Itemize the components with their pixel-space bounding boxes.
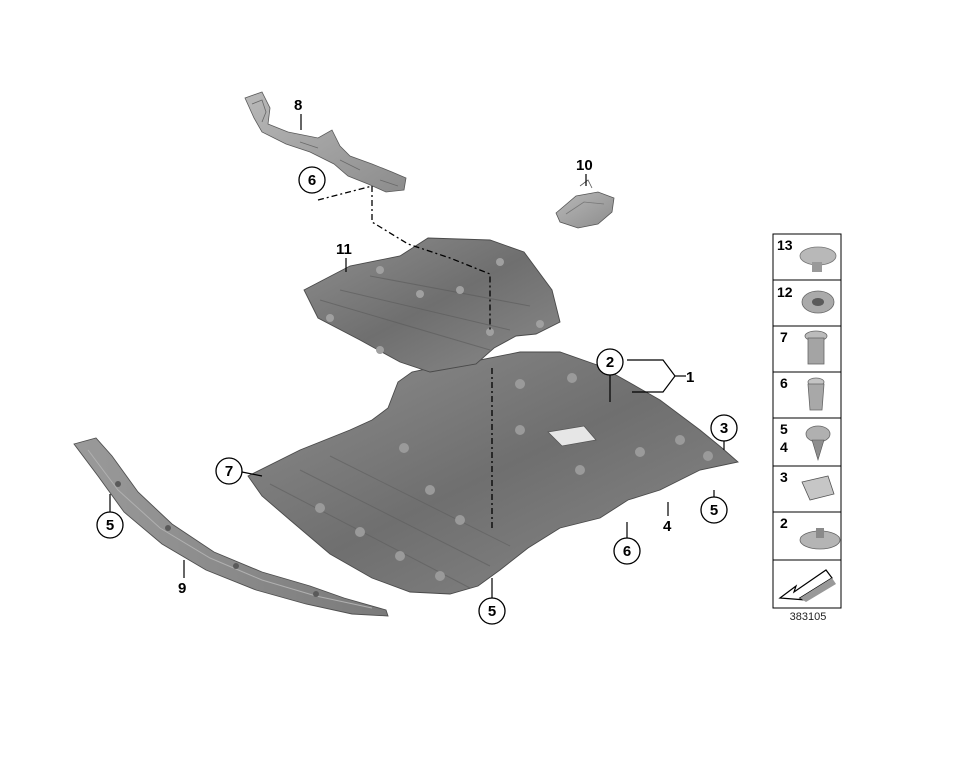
legend-row-13: 13	[777, 237, 837, 272]
circled-callout-2: 2	[596, 348, 624, 376]
svg-text:5: 5	[780, 421, 788, 437]
svg-text:3: 3	[720, 420, 728, 437]
circled-callout-3: 3	[710, 414, 738, 442]
upper-shield-part-11	[303, 237, 561, 373]
circled-callout-5-bottom: 5	[478, 597, 506, 625]
svg-text:3: 3	[780, 469, 788, 485]
svg-text:13: 13	[777, 237, 793, 253]
circled-callout-5-right: 5	[700, 496, 728, 524]
callout-1: 1	[686, 369, 694, 386]
front-strip-part-9	[73, 437, 389, 617]
bracket-part-8	[244, 91, 407, 193]
svg-text:7: 7	[780, 329, 788, 345]
svg-text:6: 6	[623, 543, 631, 560]
circled-callout-7: 7	[215, 457, 243, 485]
svg-text:6: 6	[780, 375, 788, 391]
svg-text:2: 2	[780, 515, 788, 531]
legend-row-12: 12	[777, 284, 835, 314]
legend-row-6: 6	[780, 375, 825, 411]
legend-arrow-icon	[778, 569, 836, 602]
fastener-legend: 13 12 7 6 5 4 3 2	[772, 233, 842, 609]
underbody-shield-part-1	[247, 351, 739, 595]
svg-text:2: 2	[606, 354, 614, 371]
legend-row-3: 3	[780, 469, 835, 501]
svg-text:12: 12	[777, 284, 793, 300]
callout-9: 9	[178, 580, 186, 597]
callout-11: 11	[336, 241, 352, 258]
svg-text:6: 6	[308, 172, 316, 189]
callout-8: 8	[294, 97, 302, 114]
legend-row-7: 7	[780, 329, 828, 365]
svg-text:5: 5	[710, 502, 718, 519]
svg-text:5: 5	[488, 603, 496, 620]
legend-row-2: 2	[780, 515, 841, 550]
assembly-dash-lines	[317, 185, 493, 530]
svg-text:5: 5	[106, 517, 114, 534]
svg-text:7: 7	[225, 463, 233, 480]
legend-row-5-4: 5 4	[780, 421, 831, 462]
reference-number: 383105	[790, 611, 827, 623]
circled-callout-6-bottom: 6	[613, 537, 641, 565]
callout-10: 10	[576, 157, 593, 174]
callout-4: 4	[663, 518, 672, 535]
svg-text:4: 4	[780, 439, 788, 455]
plate-part-10	[555, 179, 615, 229]
circled-callout-6-top: 6	[298, 166, 326, 194]
circled-callout-5-left: 5	[96, 511, 124, 539]
